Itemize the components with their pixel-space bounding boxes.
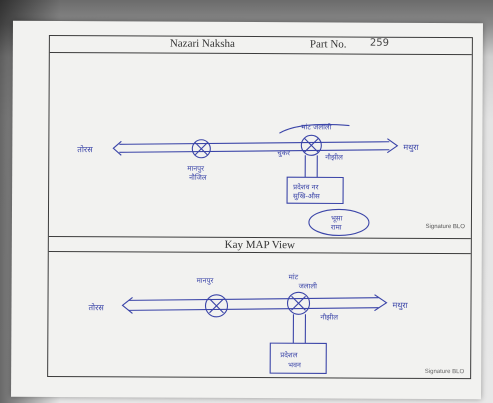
- bottom-right-arrow: [374, 294, 388, 312]
- top-village-left2: नौजिल: [189, 173, 207, 182]
- top-left-place: तोरस: [77, 144, 93, 154]
- top-right-place: मथुरा: [403, 143, 419, 153]
- top-label-right: नौझील: [325, 152, 343, 161]
- bottom-box-label2: भवन: [288, 361, 301, 369]
- top-road-line-1: [119, 141, 390, 145]
- bottom-label-above-right2: जलाली: [299, 281, 318, 290]
- top-oval-label: भूसा: [331, 214, 343, 222]
- bottom-junction-right: [286, 291, 311, 315]
- form-frame: Nazari Naksha Part No. 259: [47, 34, 473, 380]
- top-right-arrow: [386, 138, 399, 154]
- top-junction-right: [300, 134, 322, 156]
- bottom-right-place: मथुरा: [392, 301, 408, 311]
- top-oval-label2: रामा: [331, 223, 342, 231]
- top-village-left: मानपुर: [187, 165, 204, 173]
- signature-top: Signature BLO: [425, 223, 465, 231]
- top-label-left: चुकर: [277, 149, 290, 157]
- bottom-label-above-left: मानपुर: [197, 277, 214, 285]
- signature-bottom: Signature BLO: [424, 368, 465, 376]
- bottom-box-label: प्रदेशल: [280, 350, 298, 359]
- paper-sheet: Nazari Naksha Part No. 259: [11, 20, 483, 400]
- top-left-arrow: [112, 140, 122, 156]
- bottom-left-arrow: [121, 296, 133, 314]
- bottom-building-box: [269, 342, 327, 374]
- top-road-line-2: [119, 149, 390, 153]
- top-label-above: मांट जलाली: [301, 122, 331, 131]
- bottom-left-place: तोरस: [88, 302, 104, 312]
- top-sketch: तोरस मथुरा मानपुर नौजिल मांट जलाली चुकर …: [77, 122, 420, 237]
- bottom-road-line-1: [128, 297, 379, 301]
- top-building-box: [286, 176, 344, 205]
- top-box-label2: सुखि-औस: [293, 191, 320, 200]
- bottom-sketch: तोरस मथुरा मानपुर मांट जलाली नौझील प्रदे…: [88, 273, 409, 374]
- bottom-road-line-2: [128, 307, 379, 311]
- bottom-label-right: नौझील: [320, 312, 338, 321]
- top-junction-left: [191, 139, 211, 159]
- bottom-label-above-right: मांट: [289, 273, 299, 281]
- bottom-junction-left: [204, 294, 229, 318]
- top-box-label: प्रदेशव नर: [293, 182, 319, 191]
- top-oval: [308, 208, 370, 237]
